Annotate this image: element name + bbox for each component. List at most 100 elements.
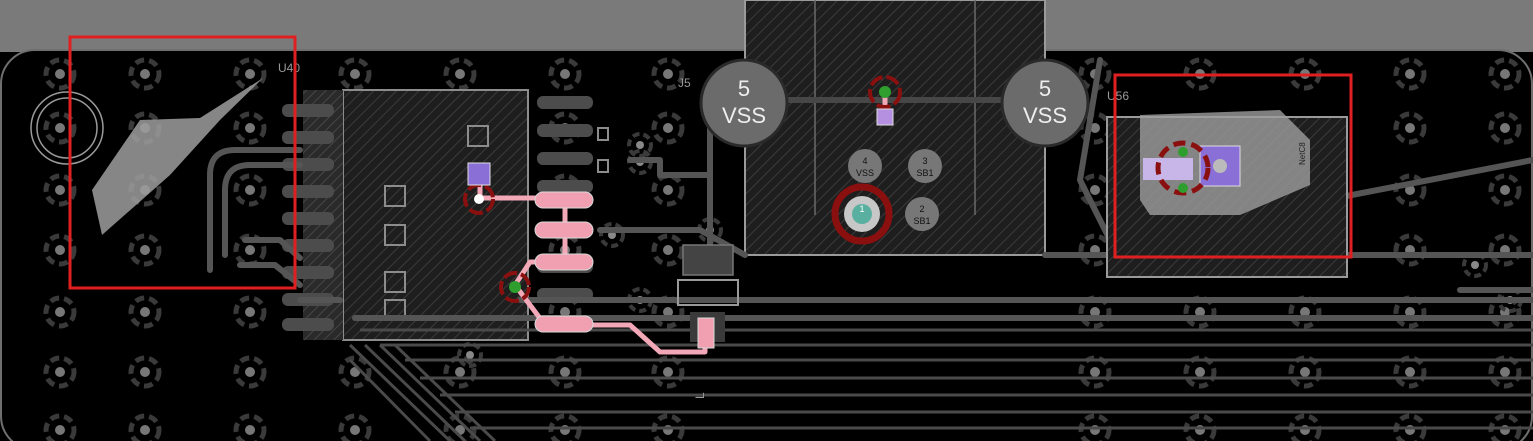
via <box>627 132 653 158</box>
via <box>1488 233 1522 267</box>
via-drill <box>350 425 360 435</box>
via <box>1488 355 1522 389</box>
via-drill <box>1405 123 1415 133</box>
via <box>43 233 77 267</box>
pad-1-selected[interactable]: 1 <box>831 183 893 245</box>
via-drill <box>1500 123 1510 133</box>
via <box>1078 355 1112 389</box>
via-drill <box>1090 185 1100 195</box>
via-drill <box>245 245 255 255</box>
via <box>43 111 77 145</box>
pad-net: VSS <box>722 103 766 128</box>
via <box>1288 355 1322 389</box>
designator-j5: J5 <box>678 76 691 90</box>
via-drill <box>1405 185 1415 195</box>
via <box>548 413 582 441</box>
connector-hatch <box>744 0 1046 256</box>
via <box>1393 173 1427 207</box>
via-drill <box>560 69 570 79</box>
pad-3-sb1[interactable]: 3 SB1 <box>908 149 942 183</box>
via <box>651 355 685 389</box>
via <box>1393 111 1427 145</box>
via-drill <box>663 245 673 255</box>
via <box>548 57 582 91</box>
via <box>1183 355 1217 389</box>
via-drill <box>140 367 150 377</box>
via <box>128 355 162 389</box>
via-drill <box>455 69 465 79</box>
svg-text:3: 3 <box>922 156 927 166</box>
pad-4-vss[interactable]: 4 VSS <box>848 149 882 183</box>
via-drill <box>245 123 255 133</box>
via <box>651 111 685 145</box>
via <box>651 413 685 441</box>
via-drill <box>245 425 255 435</box>
via-drill <box>140 307 150 317</box>
svg-text:SB1: SB1 <box>913 216 930 226</box>
via-drill <box>245 307 255 317</box>
via <box>128 57 162 91</box>
pad-number: 5 <box>1039 76 1051 101</box>
via <box>338 355 372 389</box>
via-drill <box>55 307 65 317</box>
via <box>1183 413 1217 441</box>
via-drill <box>1405 69 1415 79</box>
via-drill <box>663 123 673 133</box>
via-drill <box>140 425 150 435</box>
via <box>1393 355 1427 389</box>
via <box>1078 295 1112 329</box>
via-drill <box>1090 307 1100 317</box>
via <box>233 295 267 329</box>
via <box>128 233 162 267</box>
via <box>338 57 372 91</box>
u40-copper-pour <box>92 78 263 235</box>
via-drill <box>245 185 255 195</box>
via <box>443 355 477 389</box>
u56-pad-net: NetC8 <box>1298 142 1307 165</box>
ic-body-outline[interactable] <box>342 89 529 341</box>
via-drill <box>1500 367 1510 377</box>
pad-5-vss-left[interactable]: 5 VSS <box>699 58 789 148</box>
via-drill <box>560 367 570 377</box>
via <box>1488 57 1522 91</box>
via <box>1488 413 1522 441</box>
highlight-box-u56 <box>1113 73 1353 259</box>
via-drill <box>55 245 65 255</box>
via <box>43 295 77 329</box>
via <box>43 173 77 207</box>
via <box>1393 233 1427 267</box>
via-drill <box>1500 185 1510 195</box>
via <box>443 413 477 441</box>
via <box>233 413 267 441</box>
via <box>128 295 162 329</box>
via-drill <box>55 425 65 435</box>
via <box>1078 413 1112 441</box>
svg-text:1: 1 <box>859 204 864 214</box>
via-drill <box>1195 367 1205 377</box>
via <box>1183 295 1217 329</box>
via <box>43 57 77 91</box>
u56-pad-selected[interactable]: NetC8 <box>1143 140 1307 196</box>
via-drill <box>1090 123 1100 133</box>
via-drill <box>55 69 65 79</box>
svg-text:4: 4 <box>862 156 867 166</box>
via <box>1393 57 1427 91</box>
via <box>599 222 625 248</box>
via <box>338 413 372 441</box>
ic-left-pins <box>282 104 334 331</box>
via <box>128 413 162 441</box>
pad-5-vss-right[interactable]: 5 VSS <box>1000 58 1090 148</box>
via <box>233 355 267 389</box>
via-drill <box>663 367 673 377</box>
selected-pads[interactable] <box>534 191 715 349</box>
via-drill <box>1300 367 1310 377</box>
mounting-hole[interactable] <box>30 91 104 165</box>
via-drill <box>455 367 465 377</box>
via <box>651 57 685 91</box>
via-drill <box>140 69 150 79</box>
pad-2-sb1[interactable]: 2 SB1 <box>905 197 939 231</box>
via-drill <box>1300 307 1310 317</box>
via <box>1393 413 1427 441</box>
selected-vias[interactable] <box>463 75 902 303</box>
